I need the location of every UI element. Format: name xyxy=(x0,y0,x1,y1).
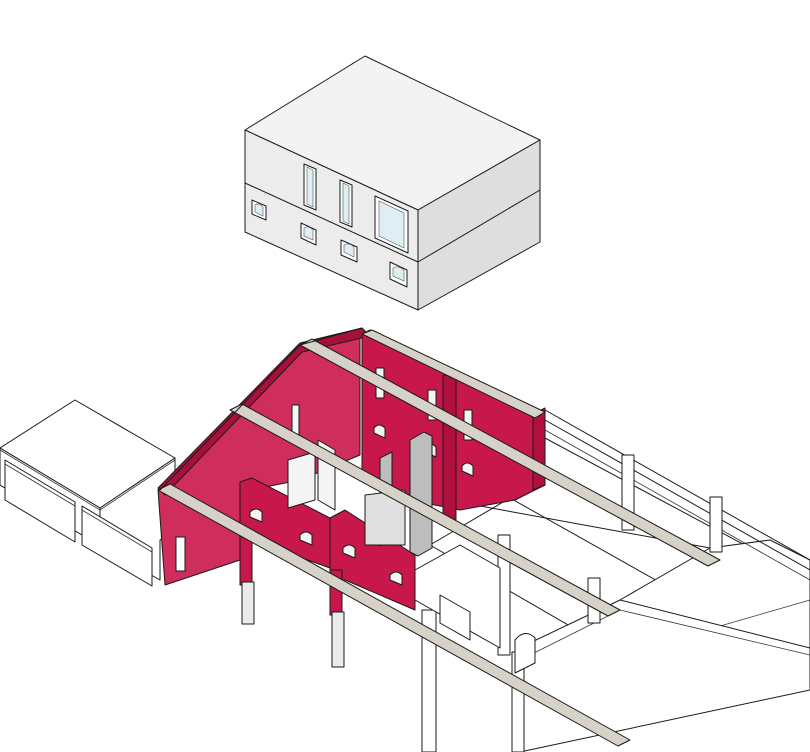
back-structure xyxy=(414,409,810,752)
beam xyxy=(361,329,546,419)
left-annex xyxy=(0,399,176,587)
beam xyxy=(299,338,721,567)
door xyxy=(175,536,186,572)
garage-door xyxy=(81,505,153,587)
upper-volume-windows xyxy=(251,163,409,288)
garage-door xyxy=(4,459,76,543)
roof-beams xyxy=(157,329,721,747)
column xyxy=(331,611,345,668)
upper-volume-floor-line xyxy=(244,182,541,263)
post xyxy=(709,496,723,553)
upper-volume-side-face xyxy=(417,139,541,311)
front-columns xyxy=(241,581,345,668)
interior-elements xyxy=(287,404,433,557)
upper-volume xyxy=(244,55,541,311)
post xyxy=(421,609,437,752)
column xyxy=(241,581,255,625)
beam xyxy=(229,403,621,617)
front-low-wall xyxy=(514,599,810,752)
beam xyxy=(157,483,631,747)
